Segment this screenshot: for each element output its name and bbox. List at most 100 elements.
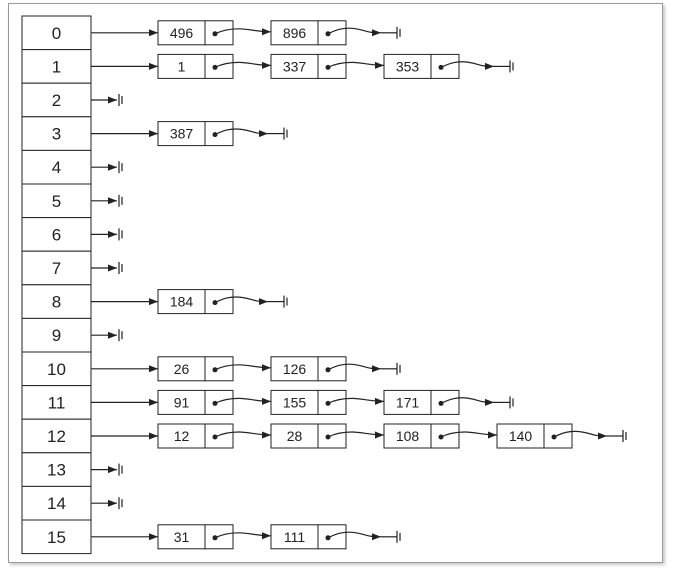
bucket-cell [21,149,92,185]
null-terminator-icon [118,262,123,274]
null-terminator-icon [118,497,123,510]
null-terminator-icon [396,26,401,39]
bucket-cell [21,183,92,219]
node-key: 111 [284,529,305,545]
arrow-head [149,365,158,373]
list-node: 387 [157,121,288,147]
arrow-head [149,398,158,406]
null-terminator-icon [509,60,514,73]
node-key-cell [157,423,206,449]
node-pointer-cell [204,121,234,147]
arrow-head [108,499,117,507]
bucket-index: 8 [52,293,61,312]
list-node: 111 [270,524,401,550]
bucket-index: 11 [48,393,66,412]
next-pointer-arrow [214,128,269,136]
list-node: 26 [157,356,272,382]
next-pointer-arrow [214,532,272,539]
bucket-cell [21,284,92,319]
null-terminator-icon [118,161,123,174]
arrow-head [108,163,117,171]
bucket-cell [21,519,92,555]
null-terminator-icon [283,127,288,140]
arrow-head [108,466,117,474]
arrow-head [375,61,384,69]
null-terminator-icon [396,362,401,375]
node-key: 155 [283,394,307,410]
next-pointer-arrow [214,431,272,438]
diagram-frame [8,3,663,563]
node-pointer-cell [204,289,234,315]
arrow-head [372,533,381,541]
bucket-index: 15 [47,528,66,547]
node-pointer-cell [317,356,347,382]
next-pointer-arrow [327,531,382,539]
bucket-cell [21,351,92,387]
next-pointer-arrow [553,430,608,438]
arrow-head [262,431,271,439]
next-pointer-arrow [327,431,385,438]
node-key-cell [270,423,319,449]
list-node: 1 [157,53,272,79]
node-pointer-cell [204,356,234,382]
node-key: 108 [396,428,420,444]
node-pointer-cell [317,524,347,550]
node-pointer-cell [317,20,347,46]
arrow-head [262,532,271,540]
null-terminator-icon [118,194,123,207]
node-key: 1 [178,58,186,74]
next-pointer-arrow [214,28,272,35]
arrow-head [149,29,158,37]
node-pointer-cell [317,53,347,79]
bucket-index: 2 [52,91,61,110]
next-pointer-arrow [327,27,382,35]
list-node: 31 [157,524,272,550]
node-key-cell [157,356,206,382]
bucket-row: 11 91 155 171 [21,385,514,420]
null-terminator-icon [396,530,401,543]
list-node: 353 [383,53,514,79]
list-node: 91 [157,389,272,415]
list-node: 108 [383,423,498,449]
next-pointer-arrow [327,61,385,68]
next-pointer-arrow [214,364,272,371]
arrow-head [372,29,381,37]
null-terminator-icon [118,94,123,106]
bucket-index: 9 [52,326,61,345]
list-node: 140 [496,423,627,449]
list-node: 184 [157,289,288,315]
bucket-row: 13 [21,452,123,487]
bucket-row: 15 31 111 [21,519,401,555]
bucket-row: 7 [21,250,123,286]
arrow-head [262,28,271,36]
bucket-row: 9 [21,317,123,353]
node-pointer-cell [317,423,347,449]
arrow-head [598,432,607,440]
bucket-cell [21,452,92,487]
node-key-cell [157,53,206,79]
node-key: 171 [396,394,420,410]
arrow-head [149,62,158,70]
node-key-cell [157,20,206,46]
bucket-index: 5 [52,192,61,211]
bucket-row: 2 [21,82,123,118]
node-key-cell [270,53,319,79]
next-pointer-arrow [440,397,495,404]
node-pointer-cell [317,389,347,415]
node-pointer-cell [430,53,460,79]
arrow-head [108,96,117,104]
node-key: 896 [283,25,307,41]
bucket-index: 14 [47,494,66,513]
arrow-head [259,130,268,138]
node-key-cell [270,524,319,550]
arrow-head [149,298,158,306]
node-key: 91 [174,394,190,410]
list-node: 12 [157,423,272,449]
node-key: 387 [170,126,194,142]
node-key-cell [383,389,432,415]
arrow-head [262,364,271,372]
node-key: 26 [174,361,190,377]
arrow-head [488,431,497,439]
